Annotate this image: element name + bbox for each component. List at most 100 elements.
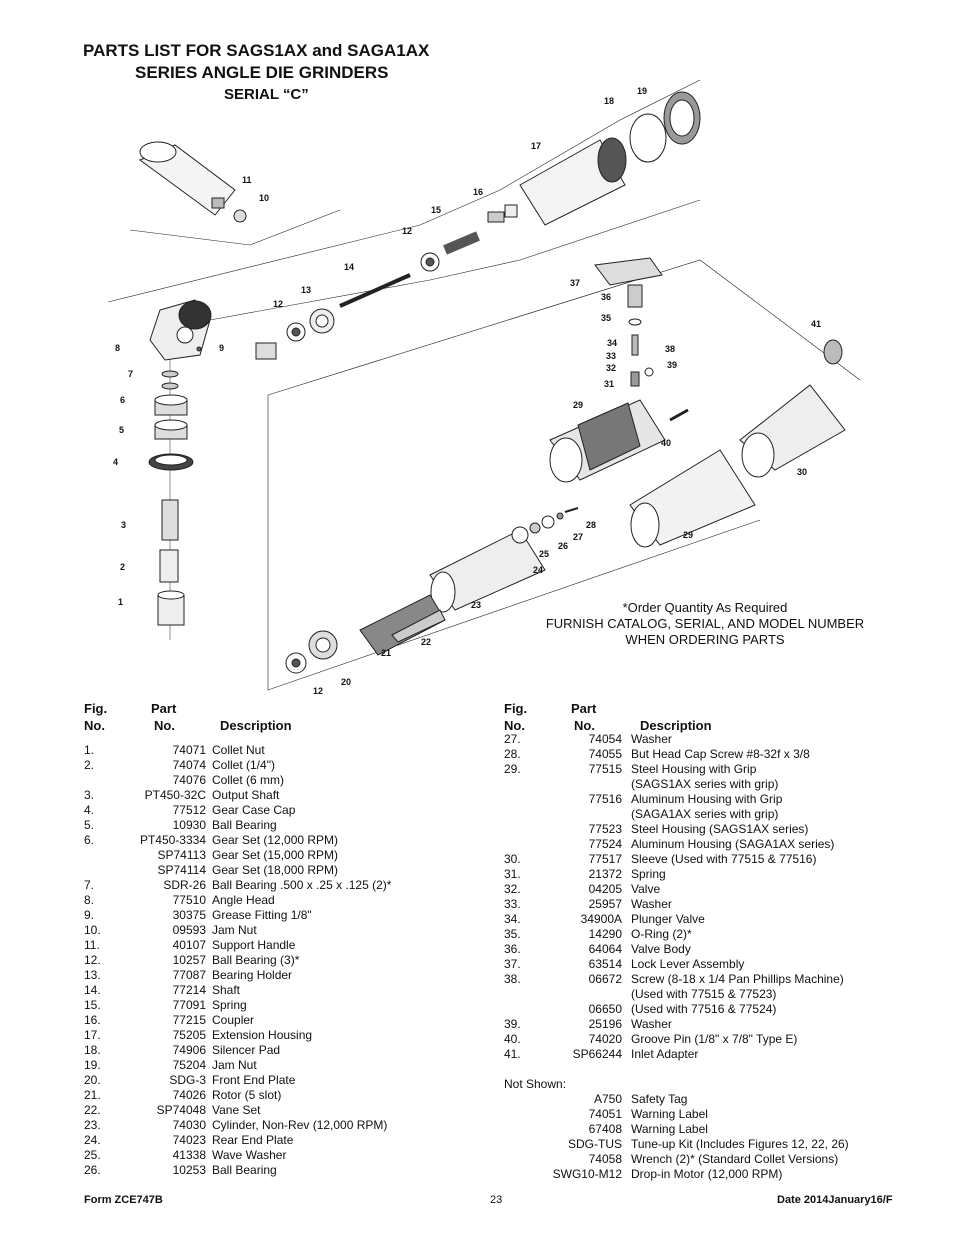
- part-number: 74023: [172, 1133, 206, 1147]
- part-description: Silencer Pad: [212, 1043, 281, 1057]
- callout-37: 37: [570, 278, 581, 288]
- fig-number: 15.: [84, 998, 101, 1012]
- title-line-2: SERIES ANGLE DIE GRINDERS: [135, 63, 389, 82]
- callout-21: 21: [381, 648, 392, 658]
- callout-18: 18: [604, 96, 615, 106]
- part-description: Bearing Holder: [212, 968, 293, 982]
- part-description: O-Ring (2)*: [631, 927, 692, 941]
- fig-number: 38.: [504, 972, 521, 986]
- fig-number: 5.: [84, 818, 95, 832]
- part-description: Steel Housing (SAGS1AX series): [631, 822, 809, 836]
- part-description: Collet (6 mm): [212, 773, 285, 787]
- part-number: 74051: [588, 1107, 622, 1121]
- part-description: Safety Tag: [631, 1092, 688, 1106]
- table-row: 06650(Used with 77516 & 77524): [504, 1002, 894, 1017]
- callout-3: 3: [121, 520, 127, 530]
- part-description: Front End Plate: [212, 1073, 296, 1087]
- part-number: SP66244: [572, 1047, 622, 1061]
- part-description: Washer: [631, 1017, 672, 1031]
- part-number: 14290: [588, 927, 622, 941]
- part-number: PT450-32C: [144, 788, 206, 802]
- part-number: SDR-26: [163, 878, 206, 892]
- fig-number: 18.: [84, 1043, 101, 1057]
- header-part-2-right: No.: [574, 718, 595, 733]
- table-row: 77524 Aluminum Housing (SAGA1AX series): [504, 837, 894, 852]
- callout-32: 32: [606, 363, 617, 373]
- part-description: Drop-in Motor (12,000 RPM): [631, 1167, 783, 1181]
- part-number: 74054: [588, 732, 622, 746]
- part-description: Gear Set (15,000 RPM): [212, 848, 339, 862]
- part-number: 74071: [172, 743, 206, 757]
- header-description: Description: [220, 718, 292, 733]
- part-number: 34900A: [580, 912, 622, 926]
- callout-29b: 29: [683, 530, 694, 540]
- part-description: Spring: [212, 998, 247, 1012]
- callout-22: 22: [421, 637, 432, 647]
- part-description: Vane Set: [212, 1103, 261, 1117]
- table-row: 4. 77512 Gear Case Cap: [84, 803, 414, 818]
- callout-17: 17: [531, 141, 542, 151]
- header-part-2: No.: [154, 718, 175, 733]
- part-number: 77524: [588, 837, 622, 851]
- fig-number: 4.: [84, 803, 95, 817]
- part-description: But Head Cap Screw #8-32f x 3/8: [631, 747, 810, 761]
- callout-19: 19: [637, 86, 648, 96]
- part-number: 09593: [172, 923, 206, 937]
- part-description: Gear Case Cap: [212, 803, 296, 817]
- part-description: Collet Nut: [212, 743, 265, 757]
- table-row: 17. 75205 Extension Housing: [84, 1028, 414, 1043]
- fig-number: 12.: [84, 953, 101, 967]
- part-number: 74058: [588, 1152, 622, 1166]
- part-description: Valve Body: [631, 942, 691, 956]
- not-shown-label-row: Not Shown:: [504, 1077, 894, 1092]
- part-number: 67408: [588, 1122, 622, 1136]
- part-number: 75204: [172, 1058, 206, 1072]
- part-description: Aluminum Housing (SAGA1AX series): [631, 837, 835, 851]
- part-number: 77515: [588, 762, 622, 776]
- fig-number: 3.: [84, 788, 95, 802]
- part-number: 75205: [172, 1028, 206, 1042]
- callout-26: 26: [558, 541, 569, 551]
- fig-number: 16.: [84, 1013, 101, 1027]
- part-number: 41338: [172, 1148, 206, 1162]
- part-description: Extension Housing: [212, 1028, 313, 1042]
- fig-number: 28.: [504, 747, 521, 761]
- fig-number: 27.: [504, 732, 521, 746]
- fig-number: 1.: [84, 743, 95, 757]
- fig-number: 17.: [84, 1028, 101, 1042]
- part-description: Rear End Plate: [212, 1133, 294, 1147]
- part-number: 77512: [172, 803, 206, 817]
- fig-number: 14.: [84, 983, 101, 997]
- part-number: 77087: [172, 968, 206, 982]
- callout-41: 41: [811, 319, 822, 329]
- callout-38: 38: [665, 344, 676, 354]
- header-fig-1: Fig.: [84, 701, 108, 716]
- part-description: Inlet Adapter: [631, 1047, 699, 1061]
- part-number: 25957: [588, 897, 622, 911]
- callout-12b: 12: [273, 299, 284, 309]
- part-number: 77510: [172, 893, 206, 907]
- fig-number: 6.: [84, 833, 95, 847]
- fig-number: 23.: [84, 1118, 101, 1132]
- part-number: SDG-TUS: [568, 1137, 622, 1151]
- valve-assembly-drawing: [594, 257, 663, 387]
- part-description: Coupler: [212, 1013, 255, 1027]
- part-description: Jam Nut: [212, 923, 257, 937]
- part-number: 74026: [172, 1088, 206, 1102]
- part-description: Gear Set (18,000 RPM): [212, 863, 339, 877]
- part-description: Output Shaft: [212, 788, 280, 802]
